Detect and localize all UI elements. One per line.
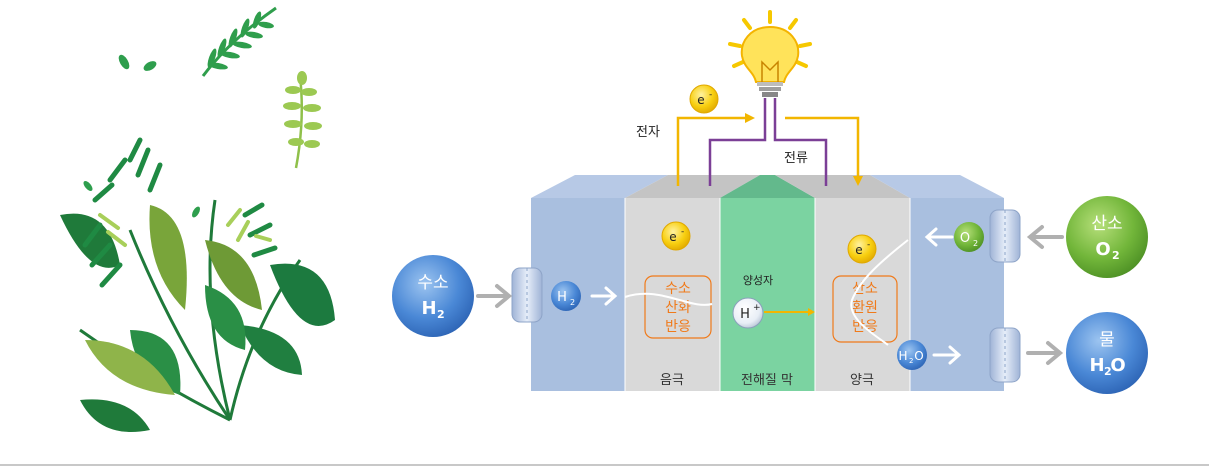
bottom-divider xyxy=(0,464,1209,466)
h2o-inner-arrow xyxy=(932,345,962,365)
current-label: 전류 xyxy=(784,151,808,166)
h2o-molecule: H 2 O xyxy=(897,340,927,370)
anode-label: 음극 xyxy=(660,373,684,388)
plant-stems xyxy=(79,199,302,422)
membrane-top xyxy=(720,175,815,198)
proton-label: 양성자 xyxy=(743,274,773,287)
fern-sprig-top xyxy=(201,6,277,77)
svg-text:2: 2 xyxy=(1104,365,1112,378)
svg-text:-: - xyxy=(709,90,712,100)
water-output-ball: 물 H 2 O xyxy=(1066,312,1148,394)
electron-particle-wire: e - xyxy=(689,84,719,114)
svg-text:2: 2 xyxy=(909,357,913,365)
proton-arrow-head xyxy=(808,308,815,316)
fern-sprig-light xyxy=(283,71,322,169)
svg-text:H: H xyxy=(421,298,436,319)
svg-text:e: e xyxy=(855,243,862,257)
cathode-flow-line xyxy=(850,239,909,346)
leaf-dot xyxy=(143,61,157,71)
cathode-electrode xyxy=(815,198,910,391)
svg-text:O: O xyxy=(1095,239,1110,260)
oxygen-source-ball: 산소 O 2 xyxy=(1066,196,1148,278)
leaf-dot xyxy=(118,54,130,70)
svg-text:e: e xyxy=(669,230,676,244)
plant-illustration xyxy=(60,6,335,432)
svg-text:H: H xyxy=(1089,355,1104,376)
electron-particle-anode: e - xyxy=(661,221,691,251)
svg-text:-: - xyxy=(681,227,684,237)
h2-inner-arrow xyxy=(590,286,618,306)
chamber-top-left xyxy=(531,175,668,198)
svg-text:-: - xyxy=(867,240,870,250)
wire-arrow-right xyxy=(745,113,755,123)
fern-fronds xyxy=(82,137,278,288)
fern-fronds-light xyxy=(98,208,272,247)
svg-text:2: 2 xyxy=(1112,249,1120,262)
water-outlet-port xyxy=(989,327,1021,383)
leaves-dark xyxy=(60,213,335,432)
lightbulb-icon xyxy=(728,10,812,97)
anode-flow-line xyxy=(624,292,713,306)
leaf-dot xyxy=(192,206,200,218)
hydrogen-source-ball: 수소 H 2 xyxy=(392,255,474,337)
reduction-line-1: 산소 xyxy=(852,281,878,297)
svg-text:2: 2 xyxy=(570,298,575,307)
leaves-olive xyxy=(85,205,262,395)
leaf-dot xyxy=(83,181,93,191)
svg-text:수소: 수소 xyxy=(417,273,448,293)
oxidation-line-1: 수소 xyxy=(665,281,691,297)
svg-text:+: + xyxy=(753,303,761,313)
electrolyte-membrane xyxy=(720,198,815,391)
oxygen-inlet-port xyxy=(989,209,1021,263)
svg-text:O: O xyxy=(1110,355,1125,376)
current-wire xyxy=(708,98,828,186)
svg-text:e: e xyxy=(697,93,704,107)
reduction-line-2: 환원 xyxy=(852,300,878,316)
cathode-label: 양극 xyxy=(850,373,874,388)
electron-wire-label: 전자 xyxy=(636,125,660,140)
electron-particle-cathode: e - xyxy=(847,234,877,264)
o2-molecule: O 2 xyxy=(954,222,984,252)
chamber-top-right xyxy=(870,175,1004,198)
svg-text:O: O xyxy=(914,349,923,363)
svg-text:H: H xyxy=(740,307,750,322)
svg-text:2: 2 xyxy=(437,308,445,321)
o2-inner-arrow xyxy=(924,227,954,247)
water-exit-arrow xyxy=(1026,341,1064,365)
electrode-top-cathode xyxy=(775,175,910,198)
proton-particle: H + xyxy=(732,297,764,329)
svg-text:물: 물 xyxy=(1099,330,1115,350)
membrane-label: 전해질 막 xyxy=(741,373,793,388)
h2-molecule: H 2 xyxy=(551,281,581,311)
oxidation-line-3: 반응 xyxy=(665,319,691,335)
svg-text:H: H xyxy=(557,290,567,305)
svg-text:2: 2 xyxy=(973,239,978,248)
svg-text:O: O xyxy=(960,231,970,246)
oxidation-line-2: 산화 xyxy=(665,300,691,316)
reduction-reaction-box xyxy=(832,275,898,343)
hydrogen-feed-arrow xyxy=(476,284,513,308)
oxygen-feed-arrow xyxy=(1026,225,1064,249)
wire-arrow-down xyxy=(853,176,863,186)
electron-wire xyxy=(676,116,860,186)
electrode-top-anode xyxy=(625,175,760,198)
oxidation-reaction-box xyxy=(644,275,712,339)
hydrogen-inlet-port xyxy=(511,267,543,323)
svg-text:산소: 산소 xyxy=(1091,214,1122,234)
svg-text:H: H xyxy=(898,349,907,363)
